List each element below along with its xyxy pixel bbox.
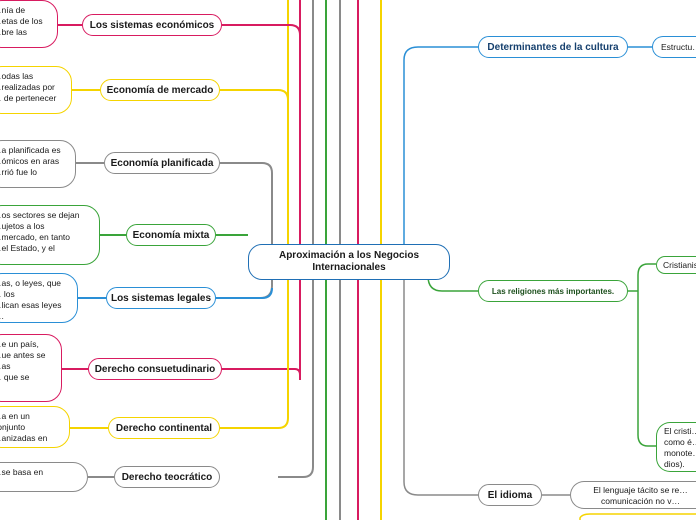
trunk-yellow (220, 0, 289, 429)
desc-economia-mercado: …odas las …realizadas por … de pertenece… (0, 66, 72, 114)
desc-cristianismo: Cristianis… (656, 256, 696, 274)
desc-derecho-teocratico: …se basa en (0, 462, 88, 492)
desc-derecho-continental: …a en un conjunto …anizadas en (0, 406, 70, 448)
node-economia-planificada[interactable]: Economía planificada (104, 152, 220, 174)
desc-sistemas-economicos: …nía de …etas de los …bre las (0, 0, 58, 48)
desc-sistemas-legales: …as, o leyes, que … los …lican esas leye… (0, 273, 78, 323)
desc-idioma: El lenguaje tácito se re… comunicación n… (570, 481, 696, 509)
wire-idioma (403, 270, 478, 496)
node-religiones[interactable]: Las religiones más importantes. (478, 280, 628, 302)
wire-sistemas-economicos (222, 24, 301, 380)
node-economia-mercado[interactable]: Economía de mercado (100, 79, 220, 101)
desc-economia-mixta: …os sectores se dejan …ujetos a los …mer… (0, 205, 100, 265)
desc-cristianismo-detalle: El cristi… como é… monote… dios). (656, 422, 696, 472)
node-sistemas-economicos[interactable]: Los sistemas económicos (82, 14, 222, 36)
desc-determinantes-cultura: Estructu… (652, 36, 696, 58)
wire-determinantes (403, 46, 478, 260)
trunk-gray (278, 0, 314, 478)
desc-economia-planificada: …a planificada es …ómicos en aras …rrió … (0, 140, 76, 188)
desc-derecho-consuetudinario: …e un país, …ue antes se …as … que se (0, 334, 62, 402)
node-idioma[interactable]: El idioma (478, 484, 542, 506)
wire-sistemas-legales (216, 287, 273, 299)
central-topic-title: Aproximación a los Negocios Internaciona… (278, 250, 420, 273)
node-derecho-continental[interactable]: Derecho continental (108, 417, 220, 439)
central-topic[interactable]: Aproximación a los Negocios Internaciona… (248, 244, 450, 280)
node-derecho-consuetudinario[interactable]: Derecho consuetudinario (88, 358, 222, 380)
node-economia-mixta[interactable]: Economía mixta (126, 224, 216, 246)
node-derecho-teocratico[interactable]: Derecho teocrático (114, 466, 220, 488)
wire-economia-mercado (220, 89, 289, 101)
node-determinantes-cultura[interactable]: Determinantes de la cultura (478, 36, 628, 58)
node-sistemas-legales[interactable]: Los sistemas legales (106, 287, 216, 309)
